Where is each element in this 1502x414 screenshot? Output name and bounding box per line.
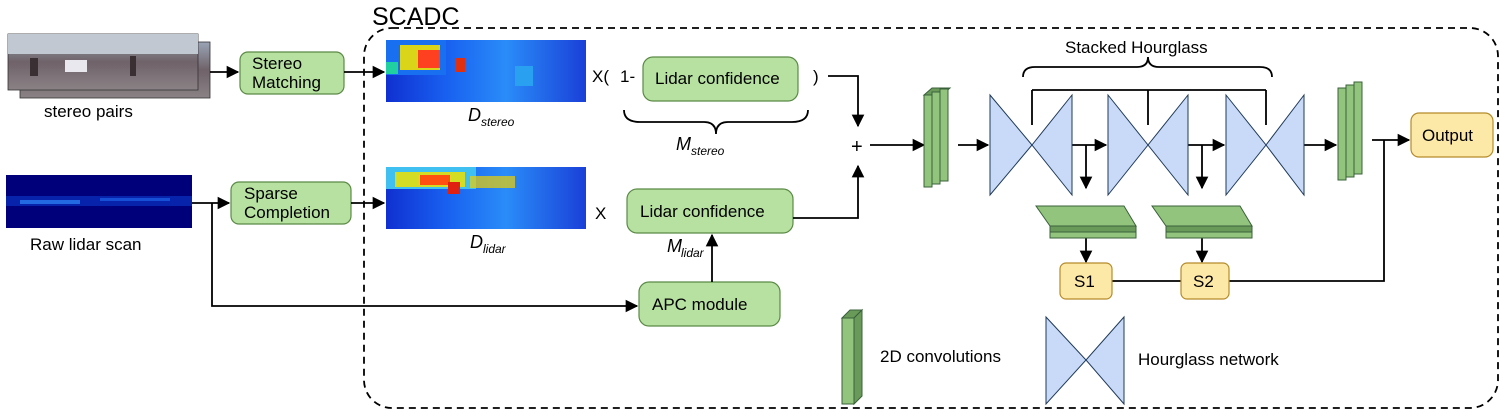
m-stereo-label: M xyxy=(676,134,691,154)
stacked-hourglass-label: Stacked Hourglass xyxy=(1065,38,1208,57)
times-open-operator: X( xyxy=(592,67,609,86)
s1-label: S1 xyxy=(1074,272,1095,291)
legend-conv-label: 2D convolutions xyxy=(880,347,1001,366)
raw-lidar-label: Raw lidar scan xyxy=(30,235,142,254)
close-paren-operator: ) xyxy=(813,67,819,86)
stereo-matching-label-line2: Matching xyxy=(252,73,321,92)
m-stereo-subscript: stereo xyxy=(691,144,725,158)
legend-conv-icon xyxy=(840,308,864,406)
stereo-matching-label-line1: Stereo xyxy=(252,54,302,73)
output-box xyxy=(1410,112,1494,158)
s2-box xyxy=(1180,262,1230,300)
apc-module-label: APC module xyxy=(652,295,747,314)
stacked-hourglass-brace xyxy=(1022,56,1273,78)
output-label: Output xyxy=(1422,126,1473,145)
d-stereo-label: D xyxy=(468,105,481,125)
m-lidar-subscript: lidar xyxy=(681,246,705,260)
legend-hourglass-label: Hourglass network xyxy=(1138,350,1279,369)
one-minus-operator: 1- xyxy=(620,67,635,86)
stereo-pairs-label: stereo pairs xyxy=(44,102,133,121)
d-stereo-depth-map xyxy=(386,40,586,102)
s1-box xyxy=(1059,262,1113,300)
hourglass-3 xyxy=(1225,93,1305,197)
conv-block-input xyxy=(922,87,952,188)
apc-module-box xyxy=(638,281,781,327)
raw-lidar-image xyxy=(6,175,192,228)
times-operator: X xyxy=(595,204,606,223)
d-lidar-subscript: lidar xyxy=(483,242,507,256)
scadc-container xyxy=(363,27,1499,409)
flat-conv-block-2 xyxy=(1151,205,1253,239)
d-lidar-depth-map xyxy=(386,167,586,229)
lidar-confidence-bottom-box xyxy=(626,188,794,234)
lidar-confidence-top-box xyxy=(642,56,799,102)
sparse-completion-label-line2: Completion xyxy=(244,203,330,222)
m-stereo-brace xyxy=(623,109,809,135)
lidar-confidence-bottom-label: Lidar confidence xyxy=(640,202,765,221)
flat-conv-block-1 xyxy=(1035,205,1137,239)
stereo-pairs-image xyxy=(7,33,211,99)
scadc-title: SCADC xyxy=(372,3,460,31)
hourglass-1 xyxy=(989,93,1073,197)
m-lidar-label: M xyxy=(667,236,682,256)
s2-label: S2 xyxy=(1193,272,1214,291)
sparse-completion-label-line1: Sparse xyxy=(244,184,298,203)
d-stereo-subscript: stereo xyxy=(481,115,515,129)
plus-operator: + xyxy=(851,136,863,158)
lidar-confidence-top-label: Lidar confidence xyxy=(655,69,780,88)
d-lidar-label: D xyxy=(470,232,483,252)
legend-hourglass-icon xyxy=(1045,315,1125,406)
hourglass-2 xyxy=(1107,93,1189,197)
connections xyxy=(192,65,1411,313)
stereo-matching-box xyxy=(239,51,345,95)
conv-block-output xyxy=(1337,81,1363,181)
